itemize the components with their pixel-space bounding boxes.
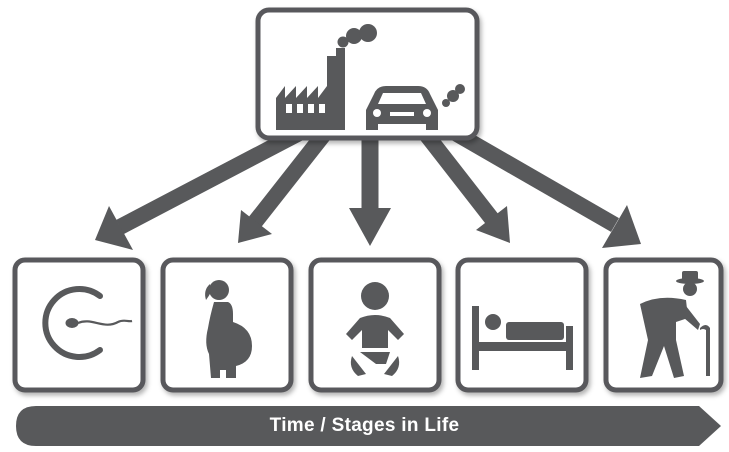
arrow-to-infancy: [349, 137, 391, 246]
bed-icon: [472, 306, 573, 370]
egg-sperm-icon: [42, 286, 133, 360]
timeline-label: Time / Stages in Life: [269, 415, 460, 436]
stage-illness-box: [455, 257, 589, 393]
baby-icon: [346, 282, 404, 376]
arrow-to-conception: [95, 122, 309, 250]
timeline-arrow: [16, 406, 721, 446]
arrow-to-pregnancy: [238, 128, 332, 243]
arrows: [95, 122, 641, 250]
pollution-source-box: [255, 7, 480, 141]
car-icon: [366, 84, 465, 130]
stage-conception-box: [12, 257, 146, 393]
factory-icon: [276, 24, 377, 130]
stage-old-age-box: [603, 257, 724, 393]
elderly-man-icon: [640, 271, 710, 378]
arrow-to-old-age: [446, 123, 641, 248]
pregnant-woman-icon: [205, 280, 252, 378]
stage-pregnancy-box: [160, 257, 294, 393]
arrow-to-illness: [418, 128, 510, 243]
stage-infancy-box: [308, 257, 442, 393]
